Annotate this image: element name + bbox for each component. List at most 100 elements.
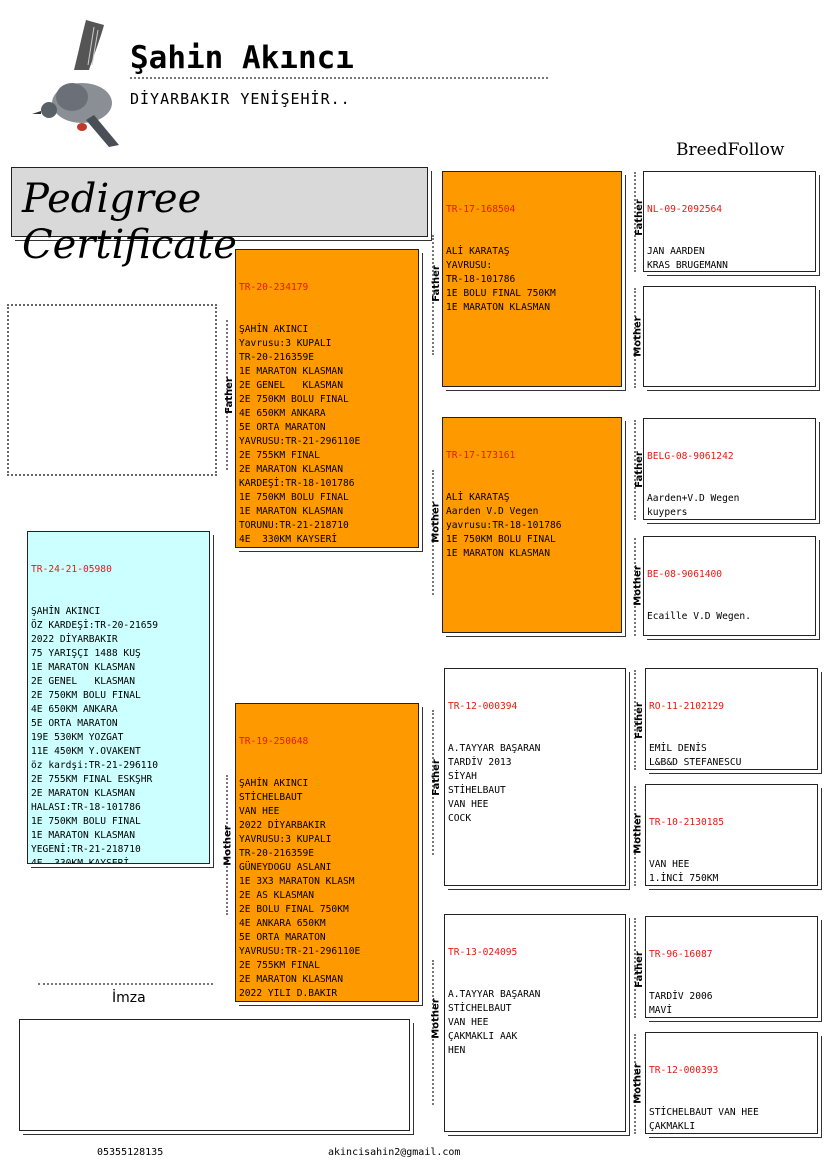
pedigree-line: A.TAYYAR BAŞARAN [448,743,541,754]
pedigree-line: 4E 330KM KAYSERİ [31,858,130,864]
pedigree-line: 1E MARATON KLASMAN [446,548,550,559]
mmf-ring: TR-96-16087 [649,949,713,960]
mm-label: Mother [430,998,442,1039]
pedigree-line: STİCHELBAUT [448,1003,512,1014]
pedigree-line: 2022 DİYARBAKIR [31,634,118,645]
certificate-title-box: Pedigree Certificate [11,167,428,268]
fmf-details: Aarden+V.D Wegenkuypers1e As Fond P.A.C … [647,492,812,519]
pedigree-line: 2E MARATON KLASMAN [31,788,135,799]
pedigree-line: KRAS BRUGEMANN [647,260,728,271]
pedigree-line: ÇAKMAKLI [649,1121,696,1132]
pedigree-line: 1E MARATON KLASMAN [446,302,550,313]
pedigree-line: Aarden+V.D Wegen [647,493,740,504]
mmm-connector [634,1034,636,1134]
pedigree-line: 2022 DİYARBAKIR [239,820,326,831]
mother-connector [226,775,228,915]
mfm-connector [634,786,636,886]
fff-details: JAN AARDEN KRAS BRUGEMANN [647,245,812,271]
signature-divider [38,983,213,985]
pedigree-line: EMİL DENİS [649,743,707,754]
pedigree-line: 2E AS KLASMAN [239,890,315,901]
mm-ring: TR-13-024095 [448,947,518,958]
brand-name: BreedFollow [676,140,785,160]
pedigree-line: 1E 750KM BOLU FINAL [31,816,141,827]
pedigree-line: TORUNU:TR-21-218710 [239,520,349,531]
mff-ring: RO-11-2102129 [649,701,725,712]
pedigree-line: TORUNU:TR-21-218710D [239,1001,415,1002]
ff-connector [432,235,434,355]
pedigree-line: 2E GENEL KLASMAN [31,676,135,687]
pedigree-line: HALASI:TR-18-101786 [31,802,141,813]
pedigree-line: L&B&D STEFANESCU [649,757,742,768]
fm-label: Mother [430,502,442,543]
pedigree-line: 4E ANKARA 650KM [239,918,326,929]
subject-details: ŞAHİN AKINCI ÖZ KARDEŞİ:TR-20-21659 2022 D… [31,605,206,864]
mother-ring: TR-19-250648 [239,736,309,747]
pedigree-line: YAVRUSU:TR-21-296110E [239,946,361,957]
pedigree-line: ÖZ KARDEŞİ:TR-20-21659 [31,620,159,631]
pedigree-line: ŞAHİN AKINCI [31,606,101,617]
pedigree-line: 4E 650KM ANKARA [239,408,326,419]
subject-ring: TR-24-21-05980 [31,564,112,575]
mf-ring: TR-12-000394 [448,701,518,712]
ffm-pigeon-card [643,286,816,387]
pedigree-line: STİCHELBAUT VAN HEE [649,1107,759,1118]
pedigree-line: Aarden V.D Vegen [446,506,539,517]
pedigree-line: VAN HEE [649,859,690,870]
mff-pigeon-card: RO-11-2102129 EMİL DENİS L&B&D STEFANESCU [645,668,818,770]
mff-details: EMİL DENİS L&B&D STEFANESCU [649,742,814,769]
pedigree-line: 4E 330KM KAYSERİ [239,534,338,545]
pedigree-line: 1E 750KM BOLU FINAL [239,492,349,503]
pedigree-line: TARDİV 2013 [448,757,512,768]
photo-placeholder [7,304,217,476]
mfm-label: Mother [632,813,644,854]
pedigree-line: A.TAYYAR BAŞARAN [448,989,541,1000]
pedigree-line: Ecaille V.D Wegen. [647,611,751,622]
pedigree-line: JAN AARDEN [647,246,705,257]
fff-ring: NL-09-2092564 [647,204,723,215]
pedigree-line: 1E MARATON KLASMAN [239,506,343,517]
mmf-label: Father [633,951,645,988]
pedigree-line: HEN [448,1045,466,1056]
pedigree-line: 75 YARIŞÇI 1488 KUŞ [31,648,141,659]
pedigree-line: VAN HEE [448,1017,489,1028]
pedigree-line: VAN HEE [239,806,280,817]
subject-pigeon-card: TR-24-21-05980 ŞAHİN AKINCI ÖZ KARDEŞİ:TR… [27,531,210,864]
fmf-ring: BELG-08-9061242 [647,451,734,462]
mother-label: Mother [222,825,234,866]
pedigree-line: YAVRUSU: [446,260,493,271]
pedigree-line: TR-20-216359E [239,352,315,363]
pedigree-line: öz kardşi:TR-21-296110 [31,760,159,771]
breeder-location: DİYARBAKIR YENİŞEHİR.. [130,90,351,108]
pedigree-line: ŞAHİN AKINCI [239,778,309,789]
pedigree-line: kuypers [647,507,688,518]
mfm-ring: TR-10-2130185 [649,817,725,828]
pedigree-line: 2022 YILI D.BAKIR [239,988,338,999]
pedigree-line: 1E MARATON KLASMAN [31,830,135,841]
pedigree-line: 1E 3X3 MARATON KLASM [239,876,355,887]
mmm-details: STİCHELBAUT VAN HEE ÇAKMAKLI [649,1106,814,1133]
footer-email: akincisahin2@gmail.com [328,1147,461,1158]
fff-connector [634,172,636,272]
pedigree-line: ŞAHİN AKINCI [239,324,309,335]
fm-connector [432,470,434,595]
fmm-ring: BE-08-9061400 [647,569,723,580]
pedigree-line: MAVİ [649,1005,673,1016]
mf-label: Father [430,759,442,796]
pedigree-line: 2E 755KM FINAL [239,960,320,971]
pedigree-line: COCK [448,813,472,824]
pedigree-line: 5E ORTA MARATON [239,932,326,943]
pedigree-line: 1E MARATON KLASMAN [31,662,135,673]
pedigree-line: 4E 650KM ANKARA [31,704,118,715]
ffm-connector [634,288,636,388]
pedigree-line: 5E ORTA MARATON [239,422,326,433]
pedigree-line: TR-18-101786 [446,274,516,285]
pedigree-line: ALİ KARATAŞ [446,492,510,503]
mmf-pigeon-card: TR-96-16087 TARDİV 2006MAVİSTİCHELBAUT07… [645,916,818,1018]
